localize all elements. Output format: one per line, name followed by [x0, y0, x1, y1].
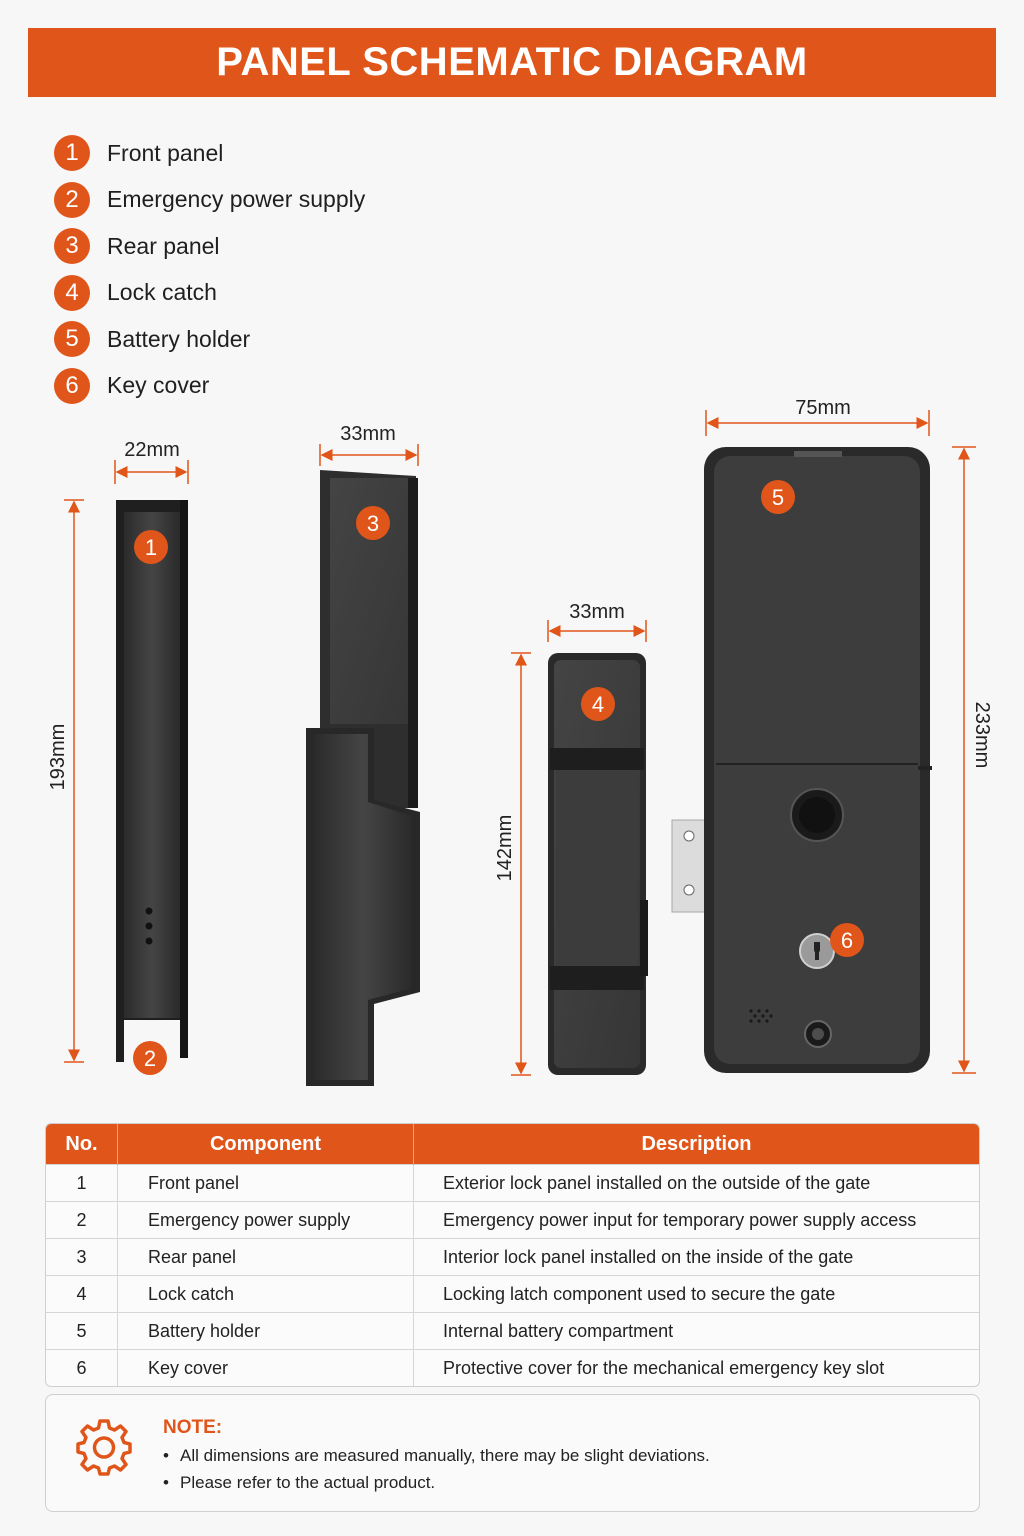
- dimension-label: 75mm: [795, 397, 851, 419]
- table-cell-no: 4: [46, 1275, 118, 1313]
- table-row: 4 Lock catch Locking latch component use…: [46, 1275, 979, 1313]
- table-header-row: No. Component Description: [46, 1124, 979, 1165]
- table-cell-component: Rear panel: [117, 1238, 414, 1276]
- table-row: 6 Key cover Protective cover for the mec…: [46, 1349, 979, 1386]
- legend-label: Key cover: [107, 372, 210, 399]
- number-badge: 3: [54, 228, 90, 265]
- legend-item: 3 Rear panel: [54, 223, 365, 270]
- table-row: 3 Rear panel Interior lock panel install…: [46, 1238, 979, 1276]
- lock-catch: [548, 653, 648, 1075]
- table-row: 1 Front panel Exterior lock panel instal…: [46, 1164, 979, 1202]
- table-header: No.: [46, 1124, 118, 1165]
- dimension-label: 193mm: [47, 724, 69, 791]
- component-table: No. Component Description 1 Front panel …: [45, 1123, 980, 1387]
- number-badge: 6: [54, 367, 90, 404]
- dimension-front-height: 193mm: [47, 499, 84, 1063]
- legend-label: Rear panel: [107, 232, 220, 259]
- number-badge: 4: [54, 274, 90, 311]
- callout-1: 1: [134, 530, 168, 564]
- legend-label: Front panel: [107, 139, 224, 166]
- note-item: •Please refer to the actual product.: [163, 1473, 436, 1492]
- note-item: •All dimensions are measured manually, t…: [163, 1446, 710, 1465]
- number-badge: 5: [54, 321, 90, 358]
- dimension-battery-width: 75mm: [705, 397, 930, 436]
- svg-text:4: 4: [592, 692, 604, 717]
- table-cell-no: 5: [46, 1312, 118, 1350]
- table-row: 5 Battery holder Internal battery compar…: [46, 1312, 979, 1350]
- table-cell-component: Battery holder: [117, 1312, 414, 1350]
- table-cell-description: Emergency power input for temporary powe…: [413, 1201, 979, 1239]
- title-banner: PANEL SCHEMATIC DIAGRAM: [28, 28, 996, 97]
- legend-item: 1 Front panel: [54, 130, 365, 177]
- dimension-label: 33mm: [569, 601, 625, 623]
- callout-5: 5: [761, 480, 795, 514]
- dimension-front-width: 22mm: [114, 439, 189, 484]
- dimension-catch-height: 142mm: [494, 652, 531, 1076]
- table-header: Description: [413, 1124, 979, 1165]
- table-cell-component: Emergency power supply: [117, 1201, 414, 1239]
- table-cell-description: Internal battery compartment: [413, 1312, 979, 1350]
- table-cell-no: 1: [46, 1164, 118, 1202]
- table-cell-no: 3: [46, 1238, 118, 1276]
- rear-panel-side-view: [306, 470, 420, 1086]
- callout-6: 6: [830, 923, 864, 957]
- svg-text:1: 1: [145, 535, 157, 560]
- legend-label: Lock catch: [107, 279, 217, 306]
- legend-label: Emergency power supply: [107, 186, 366, 213]
- battery-holder-panel: [671, 447, 932, 1073]
- svg-text:2: 2: [144, 1046, 156, 1071]
- dimension-rear-width: 33mm: [319, 423, 419, 466]
- legend-label: Battery holder: [107, 325, 251, 352]
- table-cell-description: Protective cover for the mechanical emer…: [413, 1349, 979, 1386]
- callout-2: 2: [133, 1041, 167, 1075]
- svg-text:5: 5: [772, 485, 784, 510]
- callout-4: 4: [581, 687, 615, 721]
- table-cell-description: Exterior lock panel installed on the out…: [413, 1164, 979, 1202]
- note-box: NOTE: •All dimensions are measured manua…: [45, 1394, 980, 1512]
- dimension-battery-height: 233mm: [952, 446, 993, 1074]
- table-cell-description: Interior lock panel installed on the ins…: [413, 1238, 979, 1276]
- schematic-diagram: 22mm 193mm 33mm 33mm 1: [47, 397, 993, 1086]
- legend-item: 6 Key cover: [54, 363, 365, 410]
- table-cell-component: Key cover: [117, 1349, 414, 1386]
- legend-item: 2 Emergency power supply: [54, 177, 365, 224]
- table-cell-component: Lock catch: [117, 1275, 414, 1313]
- table-header: Component: [117, 1124, 414, 1165]
- svg-text:6: 6: [841, 928, 853, 953]
- dimension-catch-width: 33mm: [547, 601, 647, 642]
- legend-item: 5 Battery holder: [54, 316, 365, 363]
- dimension-label: 33mm: [340, 423, 396, 445]
- callout-3: 3: [356, 506, 390, 540]
- page-title: PANEL SCHEMATIC DIAGRAM: [216, 40, 808, 84]
- number-badge: 2: [54, 181, 90, 218]
- svg-text:3: 3: [367, 511, 379, 536]
- dimension-label: 233mm: [971, 702, 993, 769]
- number-badge: 1: [54, 135, 90, 172]
- note-title: NOTE:: [163, 1417, 223, 1438]
- gear-icon: [76, 1419, 132, 1476]
- front-panel-side-view: [116, 500, 188, 1062]
- dimension-label: 142mm: [494, 815, 516, 882]
- table-cell-no: 2: [46, 1201, 118, 1239]
- legend-item: 4 Lock catch: [54, 270, 365, 317]
- note-list: •All dimensions are measured manually, t…: [163, 1442, 710, 1496]
- dimension-label: 22mm: [124, 439, 180, 461]
- table-row: 2 Emergency power supply Emergency power…: [46, 1201, 979, 1239]
- table-cell-component: Front panel: [117, 1164, 414, 1202]
- legend: 1 Front panel 2 Emergency power supply 3…: [54, 130, 365, 409]
- table-cell-description: Locking latch component used to secure t…: [413, 1275, 979, 1313]
- table-cell-no: 6: [46, 1349, 118, 1386]
